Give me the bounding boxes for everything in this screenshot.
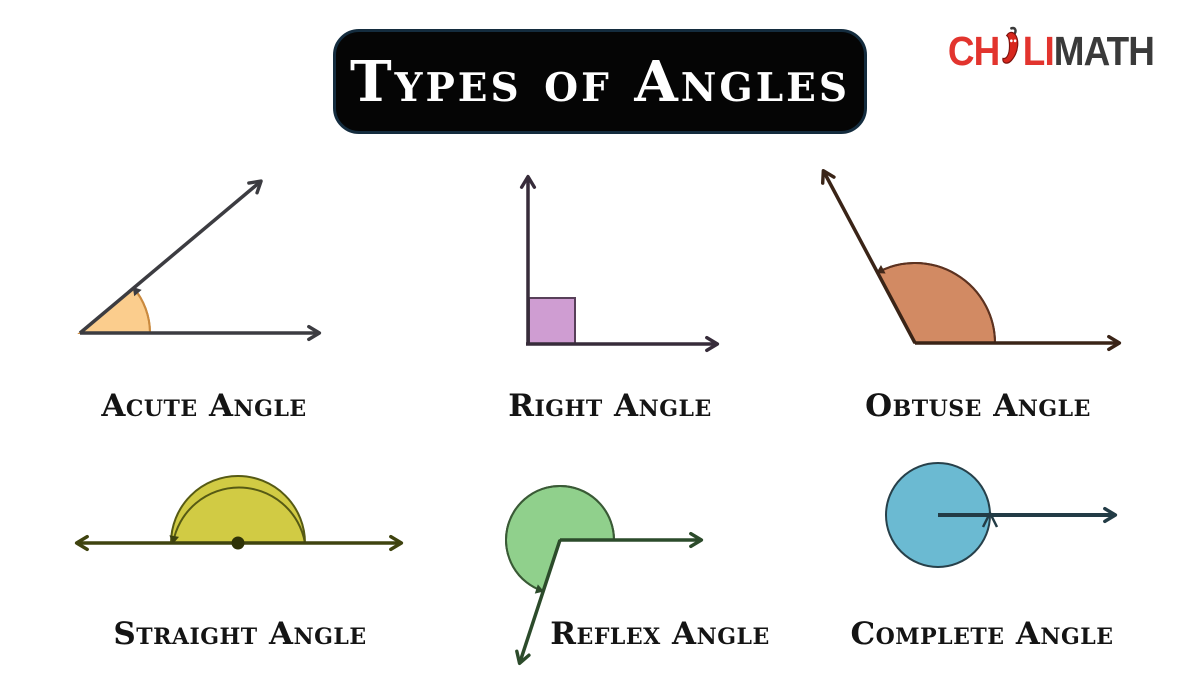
title-banner: Types of Angles	[333, 29, 867, 134]
logo-text-li: LI	[1022, 28, 1055, 74]
chilimath-logo: CH LI MATH	[947, 26, 1155, 74]
logo-text-math: MATH	[1053, 28, 1155, 74]
chili-pepper-icon	[1002, 26, 1019, 64]
acute-angle-ray-diagonal	[78, 179, 263, 335]
acute-angle-label: Acute Angle	[101, 388, 307, 424]
reflex-angle-label: Reflex Angle	[550, 616, 770, 652]
obtuse-angle-ray-diagonal	[820, 169, 917, 344]
complete-angle-label: Complete Angle	[850, 616, 1114, 652]
reflex-angle-diagram	[505, 484, 704, 666]
straight-angle-diagram	[74, 475, 404, 552]
acute-angle-arc-arrow	[132, 286, 152, 334]
straight-angle-vertex-dot	[231, 536, 245, 550]
right-angle-square-marker	[528, 297, 576, 345]
acute-angle-diagram	[77, 179, 322, 342]
reflex-angle-arc-arrow	[505, 484, 615, 594]
complete-angle-rotation-arrow	[981, 511, 999, 528]
straight-angle-semicircle	[169, 475, 307, 544]
obtuse-angle-label: Obtuse Angle	[865, 388, 1091, 424]
right-angle-diagram	[519, 174, 720, 353]
logo-text-ch: CH	[947, 28, 1000, 74]
straight-angle-arc-arrow	[169, 486, 306, 545]
complete-angle-diagram	[885, 462, 1118, 568]
page-title: Types of Angles	[349, 48, 851, 115]
reflex-angle-ray-diagonal	[515, 539, 562, 666]
obtuse-angle-diagram	[820, 169, 1122, 352]
right-angle-label: Right Angle	[508, 388, 712, 424]
straight-angle-label: Straight Angle	[113, 616, 367, 652]
obtuse-angle-arc-arrow	[876, 262, 996, 344]
